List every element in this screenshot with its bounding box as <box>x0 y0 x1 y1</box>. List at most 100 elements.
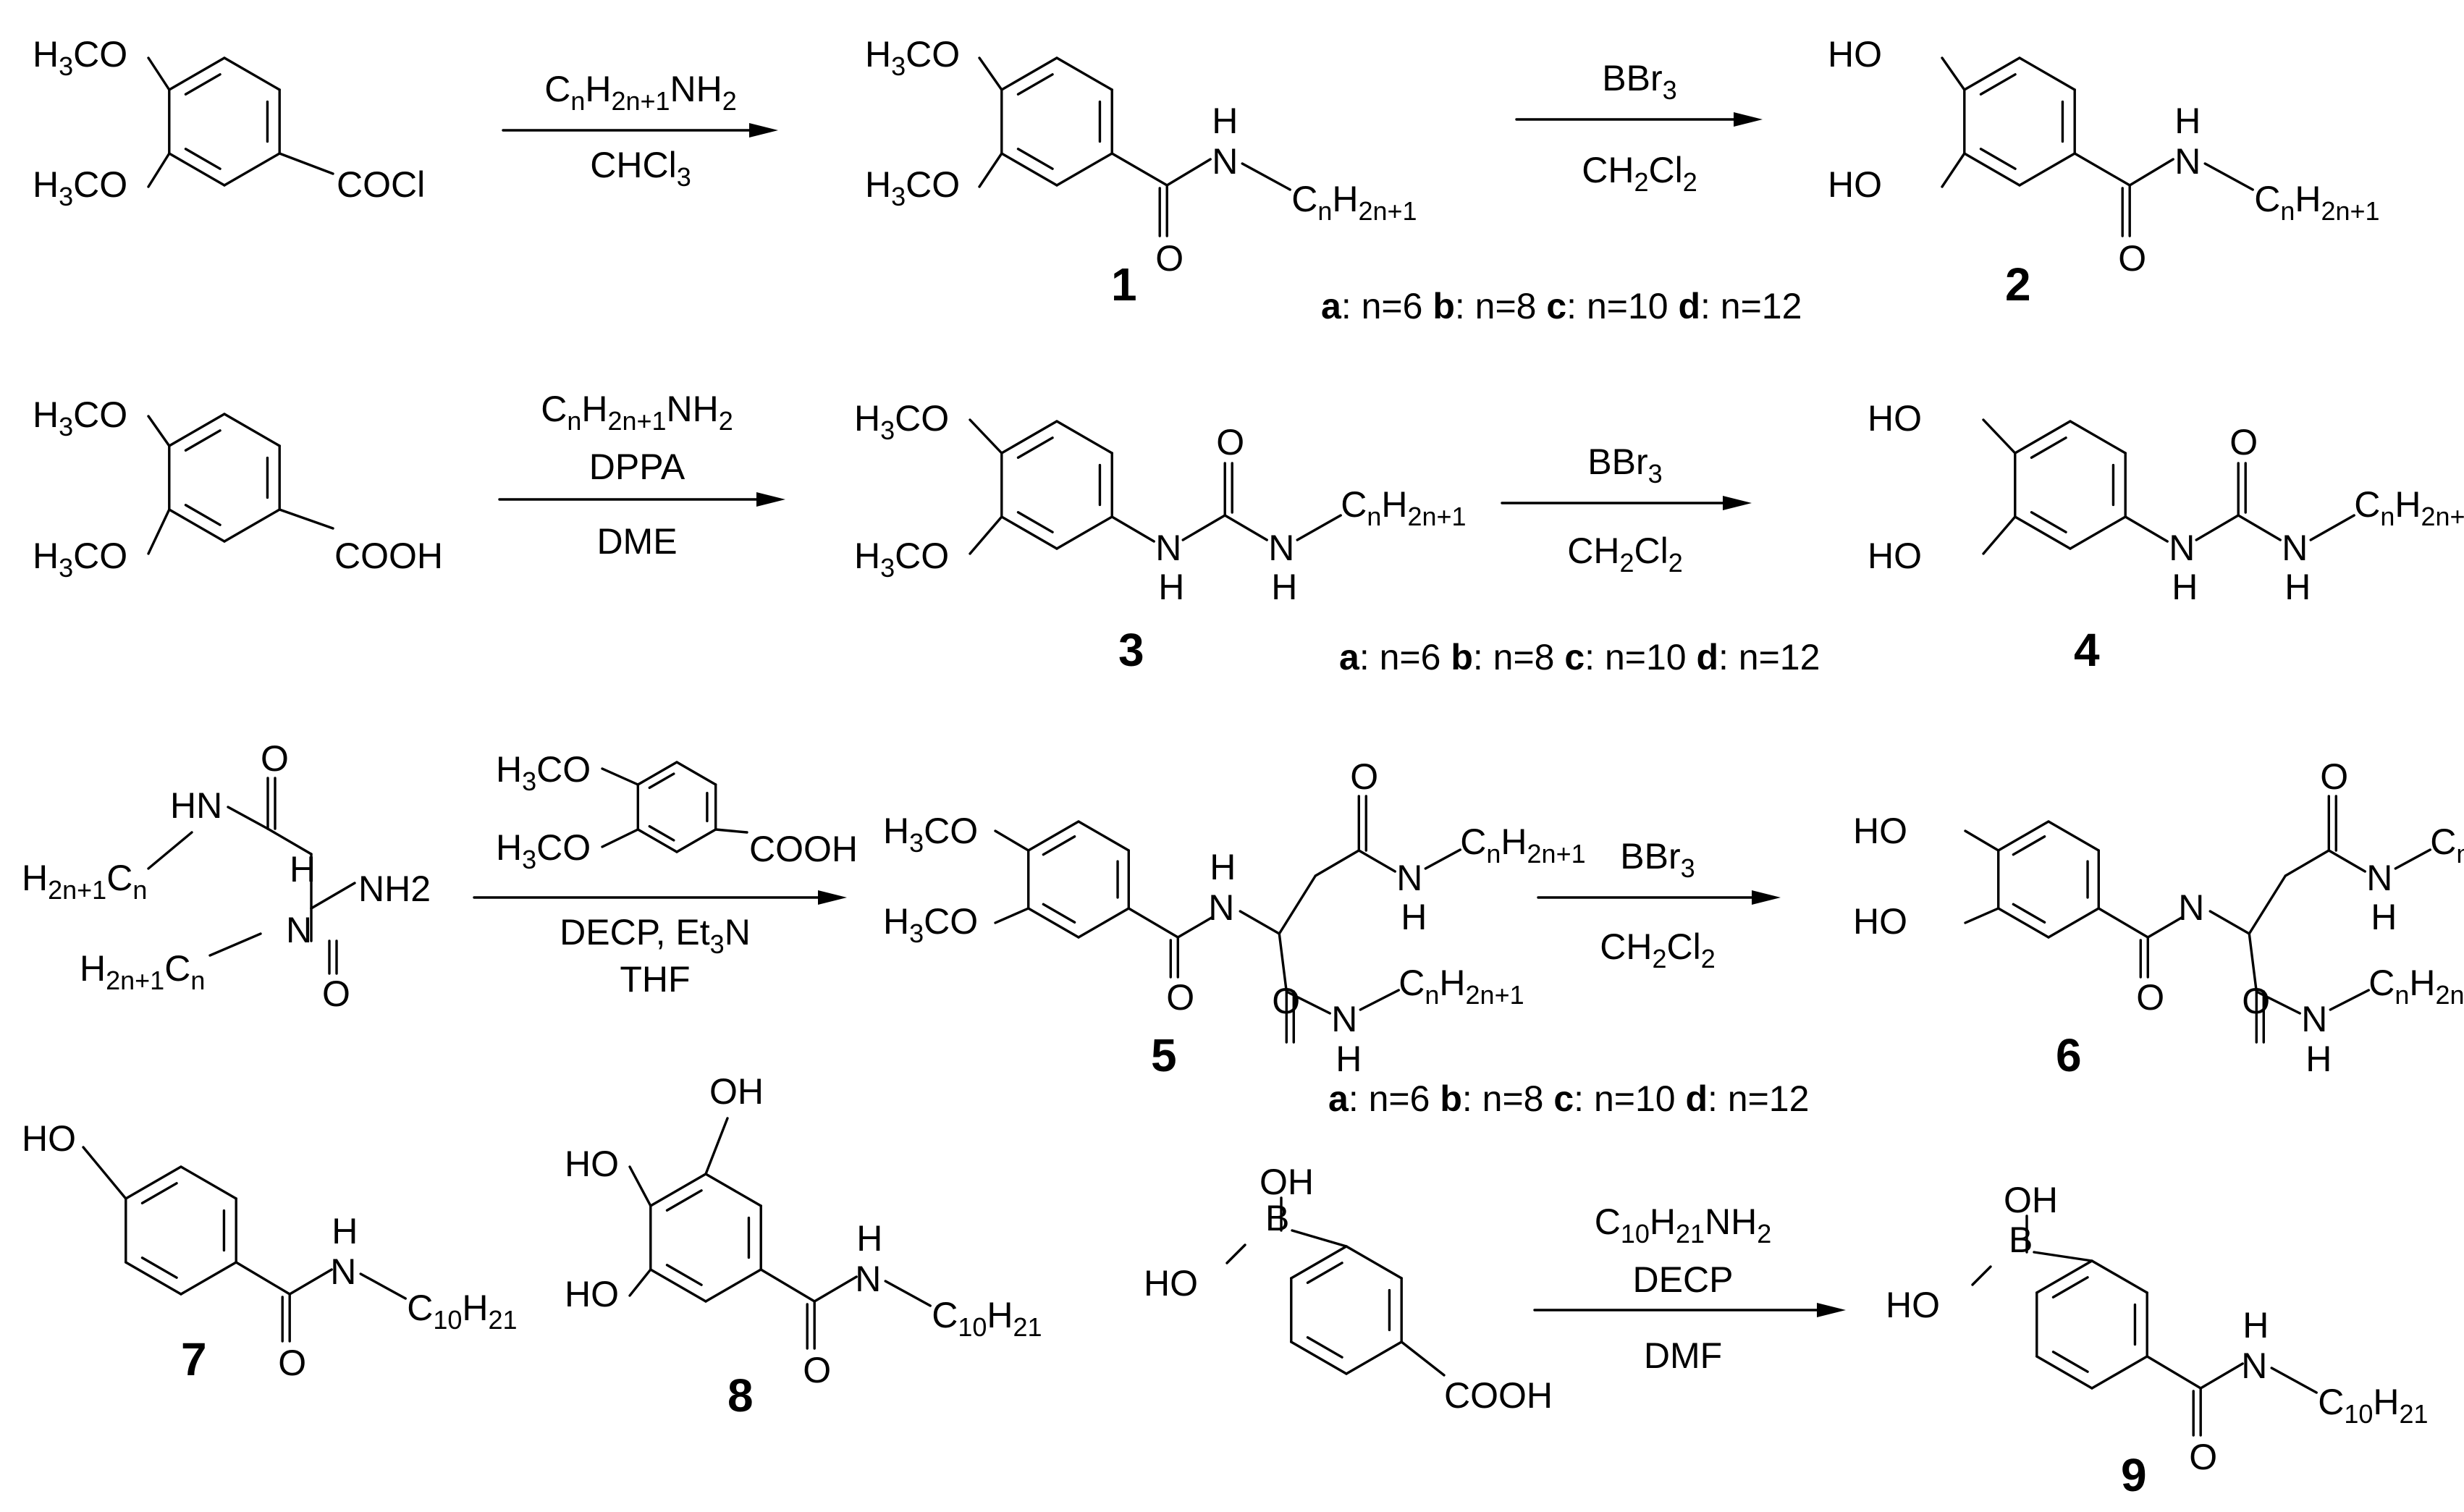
alkyl-chain-label: CnH2n+1 <box>2430 822 2464 869</box>
nh-hydrogen-label: H <box>2174 101 2201 141</box>
nh-hydrogen-label: H <box>2172 567 2198 607</box>
amide-nitrogen-label: N <box>1331 999 1357 1039</box>
alkyl-chain-label: CnH2n+1 <box>2354 484 2464 531</box>
carbonyl-oxygen-label: O <box>322 973 350 1014</box>
alkyl-chain-label: H2n+1Cn <box>22 858 147 905</box>
variant-list: a: n=6 b: n=8 c: n=10 d: n=12 <box>1321 286 1802 326</box>
nh-hydrogen-label: H <box>290 849 316 890</box>
nh-hydrogen-label: H <box>2305 1039 2332 1079</box>
carbonyl-oxygen-label: O <box>1272 981 1300 1021</box>
substituent-label: HO <box>1868 536 1922 576</box>
nh-hydrogen-label: H <box>1271 567 1297 607</box>
variants-row1: a: n=6 b: n=8 c: n=10 d: n=12 <box>1321 286 1802 326</box>
compound-number: 3 <box>1118 624 1144 676</box>
methoxy-label: H3CO <box>496 749 591 796</box>
substituent-label: H3CO <box>854 398 949 445</box>
substituent-label: HO <box>1853 901 1907 942</box>
alkyl-chain-label: H2n+1Cn <box>80 948 205 995</box>
substituent-label: H3CO <box>883 811 978 858</box>
substituent-label: H3CO <box>865 34 960 81</box>
alkyl-chain-label: CnH2n+1 <box>2254 179 2379 226</box>
amide-nitrogen-label: N <box>1212 141 1238 182</box>
reagent-label: C10H21NH2 <box>1595 1201 1772 1249</box>
hydroxyl-label: HO <box>565 1144 619 1184</box>
nh-hydrogen-label: H <box>2371 897 2397 937</box>
substituent-label: HO <box>1853 811 1907 851</box>
carbonyl-oxygen-label: O <box>261 738 289 779</box>
amide-nitrogen-label: N <box>1396 858 1422 898</box>
solvent-label: DME <box>596 521 677 562</box>
amide-nitrogen-label: N <box>286 910 312 950</box>
alkyl-chain-label: CnH2n+1 <box>1291 179 1417 226</box>
reagent-label: BBr3 <box>1587 442 1662 489</box>
hydroxyl-label: OH <box>1260 1162 1314 1202</box>
methoxy-label: H3CO <box>33 536 127 583</box>
nh-hydrogen-label: H <box>1336 1039 1362 1079</box>
amide-nitrogen-label: N <box>2178 887 2204 928</box>
amide-nh-label: HN <box>170 785 222 826</box>
solvent-label: THF <box>620 959 690 1000</box>
reagent-label: BBr3 <box>1602 58 1676 105</box>
carbonyl-oxygen-label: O <box>2189 1437 2217 1477</box>
solvent-label: DMF <box>1644 1335 1722 1376</box>
carbonyl-oxygen-label: O <box>2320 756 2348 797</box>
boron-label: B <box>2009 1220 2033 1260</box>
compound-number: 6 <box>2056 1029 2082 1081</box>
nh-hydrogen-label: H <box>1401 897 1427 937</box>
alkyl-chain-label: CnH2n+1 <box>1460 822 1585 869</box>
alkyl-chain-label: C10H21 <box>932 1295 1042 1342</box>
compound-number: 2 <box>2005 258 2031 311</box>
nh-hydrogen-label: H <box>1212 101 1238 141</box>
nh-hydrogen-label: H <box>1158 567 1184 607</box>
compound-number: 5 <box>1151 1029 1177 1081</box>
carbonyl-oxygen-label: O <box>2229 422 2258 463</box>
amide-nitrogen-label: N <box>330 1251 356 1292</box>
carbonyl-oxygen-label: O <box>1166 977 1194 1018</box>
solvent-label: CHCl3 <box>590 145 691 192</box>
variants-row3: a: n=6 b: n=8 c: n=10 d: n=12 <box>1328 1078 1809 1119</box>
urea-nitrogen-label: N <box>2169 528 2195 568</box>
compound-number: 9 <box>2121 1449 2147 1501</box>
amine-label: NH2 <box>358 869 431 909</box>
alkyl-chain-label: CnH2n+1 <box>2368 963 2464 1010</box>
solvent-label: CH2Cl2 <box>1567 531 1683 578</box>
carbonyl-oxygen-label: O <box>2118 238 2146 279</box>
substituent-label: H3CO <box>865 164 960 211</box>
alkyl-chain-label: C10H21 <box>407 1288 517 1335</box>
hydroxyl-label: OH <box>709 1071 764 1112</box>
substituent-label: H3CO <box>854 536 949 583</box>
amide-nitrogen-label: N <box>2366 858 2392 898</box>
reagent-label: CnH2n+1NH2 <box>544 69 737 116</box>
nh-hydrogen-label: H <box>332 1211 358 1251</box>
carbonyl-oxygen-label: O <box>2242 981 2270 1021</box>
carboxylic-acid-label: COOH <box>749 829 858 869</box>
carboxylic-acid-label: COOH <box>1444 1375 1553 1416</box>
compound-number: 4 <box>2074 624 2100 676</box>
methoxy-label: H3CO <box>33 34 127 81</box>
boron-label: B <box>1265 1198 1289 1238</box>
carbonyl-oxygen-label: O <box>1350 756 1378 797</box>
amide-nitrogen-label: N <box>2174 141 2201 182</box>
methoxy-label: H3CO <box>33 394 127 442</box>
amide-nitrogen-label: N <box>2301 999 2327 1039</box>
alkyl-chain-label: CnH2n+1 <box>1398 963 1524 1010</box>
alkyl-chain-label: C10H21 <box>2318 1382 2428 1429</box>
reagent-label: DPPA <box>589 447 685 487</box>
amide-nitrogen-label: N <box>855 1259 881 1299</box>
